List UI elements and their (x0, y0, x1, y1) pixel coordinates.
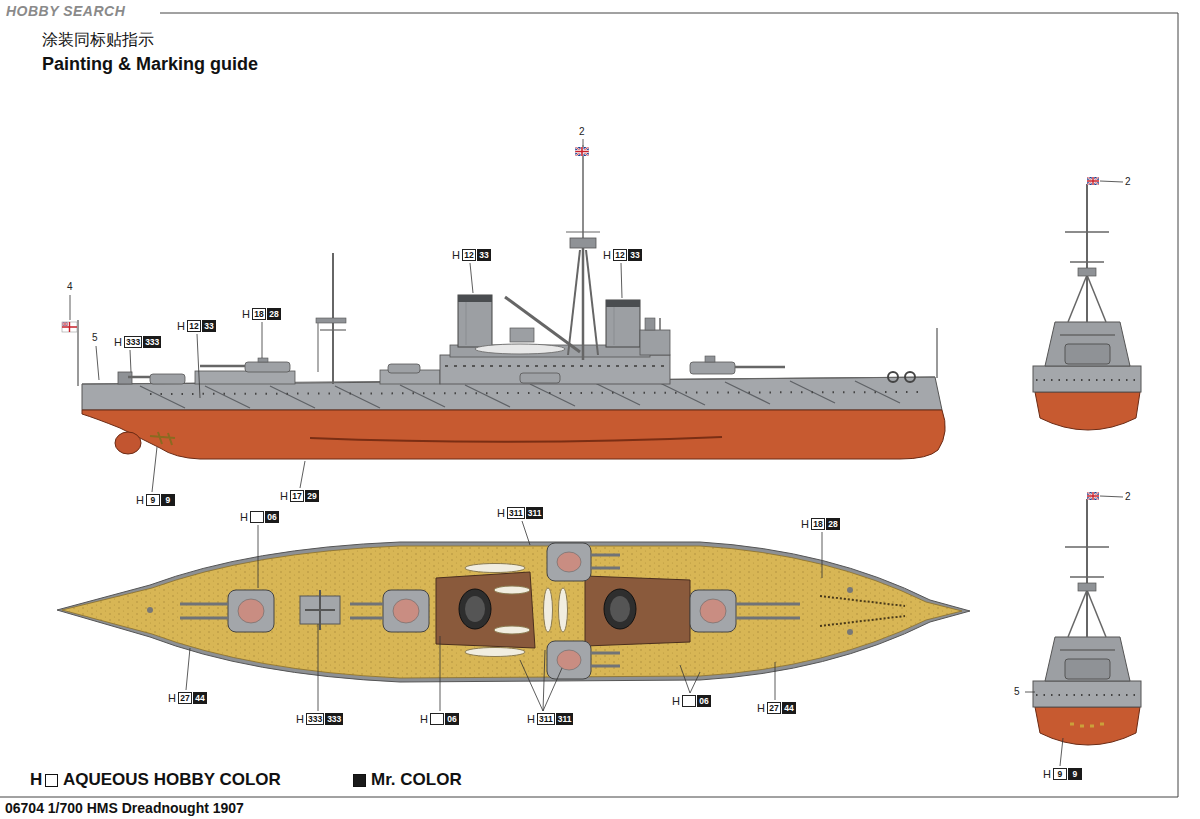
callout-number: 2 (1125, 491, 1131, 502)
mr-color-code: 333 (325, 713, 343, 725)
mr-color-code: 311 (526, 507, 544, 519)
callout-number: 2 (579, 126, 585, 137)
callout-letter: H (672, 695, 680, 707)
mr-color-code: 9 (161, 494, 175, 506)
hobby-color-code: 311 (537, 713, 555, 725)
paint-callout: H311311 (497, 507, 543, 519)
hobby-color-code: 12 (613, 249, 627, 261)
top-view (57, 542, 970, 682)
watermark: HOBBY SEARCH (6, 3, 125, 19)
callout-letter: H (603, 249, 611, 261)
paint-callout: H99 (1043, 768, 1082, 780)
paint-callout: H2744 (168, 692, 207, 704)
paint-callout: H1828 (801, 518, 840, 530)
mr-color-code: 311 (556, 713, 574, 725)
paint-callout: H1828 (242, 308, 281, 320)
paint-callout: H1233 (452, 249, 491, 261)
mr-color-code: 333 (143, 336, 161, 348)
mr-color-code: 06 (445, 713, 459, 725)
leader-lines (70, 139, 1123, 766)
mr-color-code: 44 (782, 702, 796, 714)
mr-color-code: 28 (267, 308, 281, 320)
hobby-color-code: 18 (252, 308, 266, 320)
callout-letter: H (168, 692, 176, 704)
mr-color-code: 28 (826, 518, 840, 530)
hobby-color-code: 333 (306, 713, 324, 725)
guide-title: Painting & Marking guide (42, 54, 258, 75)
callout-letter: H (242, 308, 250, 320)
hobby-color-code: 18 (811, 518, 825, 530)
legend-text: AQUEOUS HOBBY COLOR (63, 770, 281, 790)
hobby-color-code: 333 (124, 336, 142, 348)
mr-color-code: 44 (193, 692, 207, 704)
paint-callout: H1233 (603, 249, 642, 261)
mr-color-code: 33 (202, 320, 216, 332)
mr-color-code: 29 (305, 490, 319, 502)
paint-callout: H311311 (527, 713, 573, 725)
callout-number: 2 (1125, 176, 1131, 187)
empty-color-box (682, 695, 696, 707)
callout-number: 5 (92, 332, 98, 343)
callout-letter: H (240, 511, 248, 523)
mr-color-code: 06 (265, 511, 279, 523)
paint-callout: H1233 (177, 320, 216, 332)
callout-letter: H (757, 702, 765, 714)
mr-color-code: 33 (477, 249, 491, 261)
empty-color-box (250, 511, 264, 523)
legend-prefix: H (30, 770, 42, 790)
mr-color-code: 9 (1068, 768, 1082, 780)
hobby-color-code: 27 (178, 692, 192, 704)
callout-letter: H (280, 490, 288, 502)
paint-callout: H 06 (240, 511, 279, 523)
empty-color-box (430, 713, 444, 725)
paint-callout: H333333 (114, 336, 161, 348)
hobby-color-code: 9 (1053, 768, 1067, 780)
hobby-color-code: 12 (462, 249, 476, 261)
callout-number: 4 (67, 281, 73, 292)
paint-callout: H1729 (280, 490, 319, 502)
legend-text: Mr. COLOR (371, 770, 462, 790)
callout-letter: H (497, 507, 505, 519)
hobby-color-code: 17 (290, 490, 304, 502)
callout-letter: H (136, 494, 144, 506)
legend-swatch (45, 774, 58, 787)
callout-number: 5 (1014, 686, 1020, 697)
callout-letter: H (177, 320, 185, 332)
hobby-color-code: 9 (146, 494, 160, 506)
mr-color-code: 33 (628, 249, 642, 261)
callout-letter: H (801, 518, 809, 530)
hobby-color-code: 27 (767, 702, 781, 714)
callout-letter: H (527, 713, 535, 725)
callout-letter: H (1043, 768, 1051, 780)
bow-view (1033, 492, 1141, 745)
callout-letter: H (114, 336, 122, 348)
hobby-color-code: 311 (507, 507, 525, 519)
paint-callout: H 06 (672, 695, 711, 707)
stern-view (1033, 177, 1141, 430)
paint-callout: H333333 (296, 713, 343, 725)
paint-callout: H2744 (757, 702, 796, 714)
side-view (62, 145, 945, 459)
callout-letter: H (420, 713, 428, 725)
callout-letter: H (296, 713, 304, 725)
paint-callout: H 06 (420, 713, 459, 725)
callout-letter: H (452, 249, 460, 261)
paint-callout: H99 (136, 494, 175, 506)
chinese-title: 涂装同标贴指示 (42, 30, 154, 51)
mr-color-code: 06 (697, 695, 711, 707)
hobby-color-code: 12 (187, 320, 201, 332)
kit-caption: 06704 1/700 HMS Dreadnought 1907 (5, 800, 244, 816)
frame-line (0, 13, 1178, 797)
legend-swatch (353, 774, 366, 787)
